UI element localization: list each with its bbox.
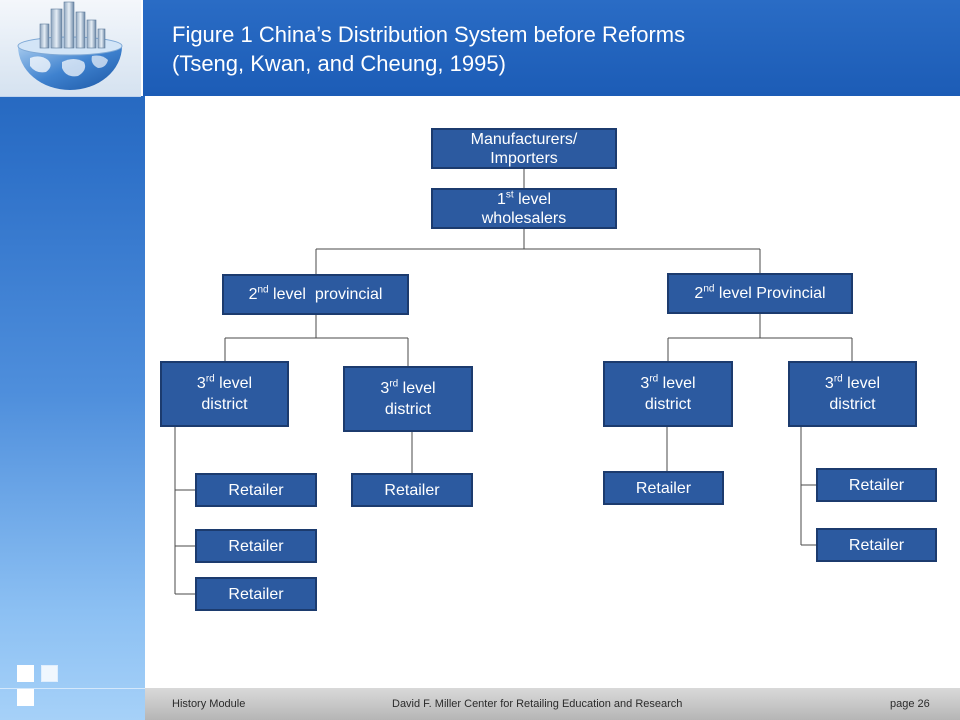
decorative-square <box>41 665 58 682</box>
box-text-line: district <box>829 396 876 413</box>
retailer-box: Retailer <box>195 577 317 611</box>
retailer-label: Retailer <box>848 476 905 494</box>
retailer-label: Retailer <box>848 536 905 554</box>
decorative-square <box>17 665 34 682</box>
retailer-label: Retailer <box>384 481 440 499</box>
ordinal-number: 3 <box>640 375 650 392</box>
globe-city-graphic <box>0 0 141 96</box>
ordinal-number: 2 <box>694 285 704 302</box>
first-level-wholesalers-box: 1st level wholesalers <box>431 188 617 229</box>
retailer-box: Retailer <box>195 473 317 507</box>
ordinal-suffix: rd <box>389 378 399 390</box>
second-level-provincial-box-right: 2nd level Provincial <box>667 273 853 314</box>
retailer-label: Retailer <box>228 537 284 555</box>
box-text-line: 2nd level Provincial <box>694 283 825 304</box>
title-line-2: (Tseng, Kwan, and Cheung, 1995) <box>172 51 506 76</box>
title-bar: Figure 1 China’s Distribution System bef… <box>143 0 960 96</box>
box-text-line: wholesalers <box>481 209 567 227</box>
box-text: level <box>513 190 552 208</box>
ordinal-number: 3 <box>824 375 834 392</box>
retailer-box: Retailer <box>816 468 937 502</box>
box-text: level provincial <box>268 286 383 303</box>
retailer-label: Retailer <box>228 585 284 603</box>
left-sidebar <box>0 0 145 720</box>
third-level-district-box: 3rd level district <box>603 361 733 427</box>
globe-city-image <box>0 0 141 96</box>
footer-organization: David F. Miller Center for Retailing Edu… <box>392 698 683 710</box>
box-text: level <box>398 380 436 397</box>
box-text-line: 1st level <box>497 190 551 209</box>
ordinal-suffix: rd <box>205 373 215 385</box>
ordinal-suffix: rd <box>649 373 659 385</box>
box-text-line: 3rd level <box>825 373 880 394</box>
ordinal-suffix: rd <box>833 373 843 385</box>
footer-module-name: History Module <box>172 698 246 710</box>
ordinal-number: 3 <box>380 380 390 397</box>
sidebar-footer-line <box>0 688 145 689</box>
skyscrapers <box>39 1 106 49</box>
manufacturers-importers-box: Manufacturers/ Importers <box>431 128 617 169</box>
retailer-label: Retailer <box>228 481 284 499</box>
box-text: level <box>214 375 253 392</box>
title-line-1: Figure 1 China’s Distribution System bef… <box>172 22 686 47</box>
third-level-district-box: 3rd level district <box>788 361 917 427</box>
ordinal-number: 2 <box>248 286 258 303</box>
footer-page-number: page 26 <box>890 698 930 710</box>
box-text-line: district <box>644 396 692 413</box>
sidebar-divider <box>0 96 141 97</box>
slide-title: Figure 1 China’s Distribution System bef… <box>172 20 685 78</box>
box-text-line: Importers <box>490 149 558 167</box>
slide-footer: History Module David F. Miller Center fo… <box>145 688 960 720</box>
retailer-box: Retailer <box>195 529 317 563</box>
box-text-line: 3rd level <box>197 373 252 394</box>
retailer-label: Retailer <box>635 479 692 497</box>
box-text-line: Manufacturers/ <box>470 130 578 148</box>
box-text-line: district <box>201 396 248 413</box>
decorative-square <box>17 689 34 706</box>
box-text: level Provincial <box>714 285 826 302</box>
box-text: level <box>658 375 696 392</box>
box-text-line: 3rd level <box>640 373 695 394</box>
box-text-line: 3rd level <box>380 378 435 399</box>
third-level-district-box: 3rd level district <box>160 361 289 427</box>
box-text: level <box>842 375 881 392</box>
box-text-line: 2nd level provincial <box>249 284 383 305</box>
box-text-line: district <box>384 401 432 418</box>
third-level-district-box: 3rd level district <box>343 366 473 432</box>
retailer-box: Retailer <box>603 471 724 505</box>
ordinal-number: 1 <box>496 190 506 208</box>
ordinal-suffix: st <box>505 189 514 201</box>
retailer-box: Retailer <box>816 528 937 562</box>
ordinal-suffix: nd <box>257 284 269 296</box>
header-divider <box>141 0 143 96</box>
second-level-provincial-box-left: 2nd level provincial <box>222 274 409 315</box>
ordinal-suffix: nd <box>703 283 715 295</box>
ordinal-number: 3 <box>196 375 206 392</box>
retailer-box: Retailer <box>351 473 473 507</box>
